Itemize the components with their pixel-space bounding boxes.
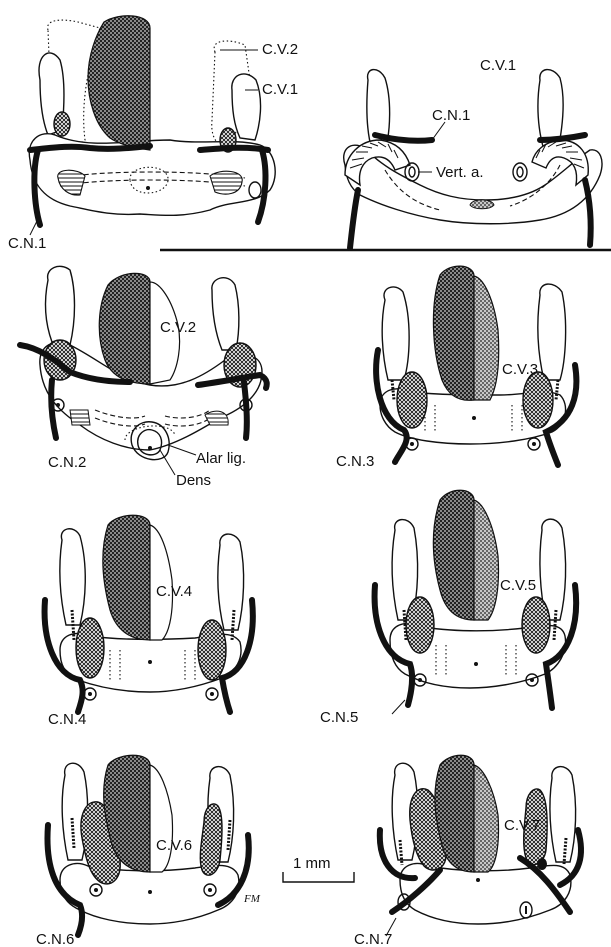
label-cn1-left: C.N.1 — [8, 235, 46, 252]
label-cv1-top: C.V.1 — [262, 81, 298, 98]
panel-cv6 — [47, 755, 248, 935]
label-cn2: C.N.2 — [48, 454, 86, 471]
scale-bar — [283, 872, 354, 882]
label-cv6: C.V.6 — [156, 837, 192, 854]
panel-cv3 — [376, 266, 576, 465]
panel-cv1-cv2-top-left — [29, 16, 275, 235]
label-cn7: C.N.7 — [354, 931, 392, 947]
label-alar-lig: Alar lig. — [196, 450, 246, 467]
panel-cv2 — [20, 266, 267, 475]
label-cn6: C.N.6 — [36, 931, 74, 947]
label-cv7: C.V.7 — [504, 817, 540, 834]
label-cn1-right: C.N.1 — [432, 107, 470, 124]
label-cv4: C.V.4 — [156, 583, 192, 600]
label-dens: Dens — [176, 472, 211, 489]
label-scale-bar: 1 mm — [293, 855, 331, 872]
label-cv1-right: C.V.1 — [480, 57, 516, 74]
label-cn4: C.N.4 — [48, 711, 86, 728]
label-cn3: C.N.3 — [336, 453, 374, 470]
label-cv5: C.V.5 — [500, 577, 536, 594]
panel-cv4 — [45, 515, 253, 712]
panel-cv5 — [375, 490, 577, 714]
initials-fm: FM — [243, 893, 261, 905]
label-vert-a: Vert. a. — [436, 164, 484, 181]
panel-cv7 — [380, 755, 581, 936]
label-cv3: C.V.3 — [502, 361, 538, 378]
label-cv2-top: C.V.2 — [262, 41, 298, 58]
panel-cv1-top-right — [344, 70, 602, 248]
label-cv2: C.V.2 — [160, 319, 196, 336]
label-cn5: C.N.5 — [320, 709, 358, 726]
